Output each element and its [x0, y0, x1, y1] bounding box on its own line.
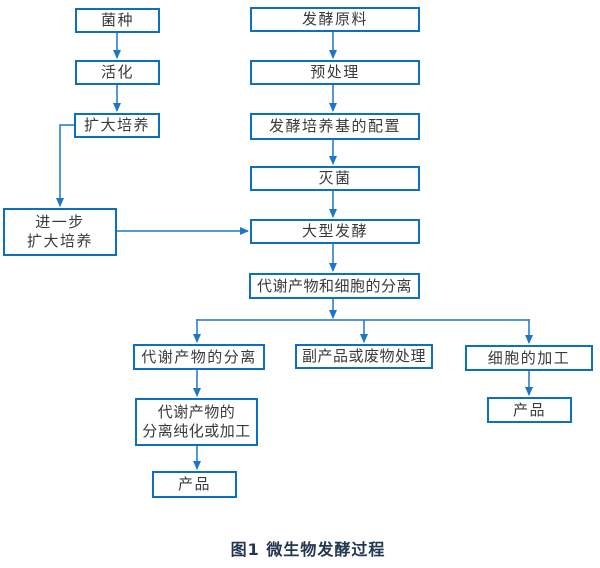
node-large-scale-fermentation: 大型发酵 [250, 219, 420, 244]
node-medium-preparation: 发酵培养基的配置 [250, 113, 420, 140]
figure-caption: 图1 微生物发酵过程 [230, 540, 386, 559]
node-further-expand-culture: 进一步 扩大培养 [3, 208, 117, 256]
node-metabolite-cell-separation: 代谢产物和细胞的分离 [249, 273, 420, 299]
node-byproduct-waste-treatment: 副产品或废物处理 [295, 344, 433, 369]
node-metabolite-separation: 代谢产物的分离 [133, 344, 265, 370]
node-seed: 菌种 [75, 8, 160, 33]
node-pretreatment: 预处理 [250, 60, 420, 85]
node-expand-culture: 扩大培养 [74, 113, 160, 138]
node-sterilization: 灭菌 [250, 166, 420, 191]
node-metabolite-purification: 代谢产物的 分离纯化或加工 [135, 398, 258, 446]
node-activation: 活化 [75, 60, 160, 85]
node-product-cell: 产品 [487, 397, 572, 423]
node-raw-material: 发酵原料 [250, 7, 420, 32]
node-cell-processing: 细胞的加工 [465, 345, 593, 371]
node-product-metabolite: 产品 [152, 471, 237, 498]
arrow-expand-to-further [56, 124, 74, 207]
